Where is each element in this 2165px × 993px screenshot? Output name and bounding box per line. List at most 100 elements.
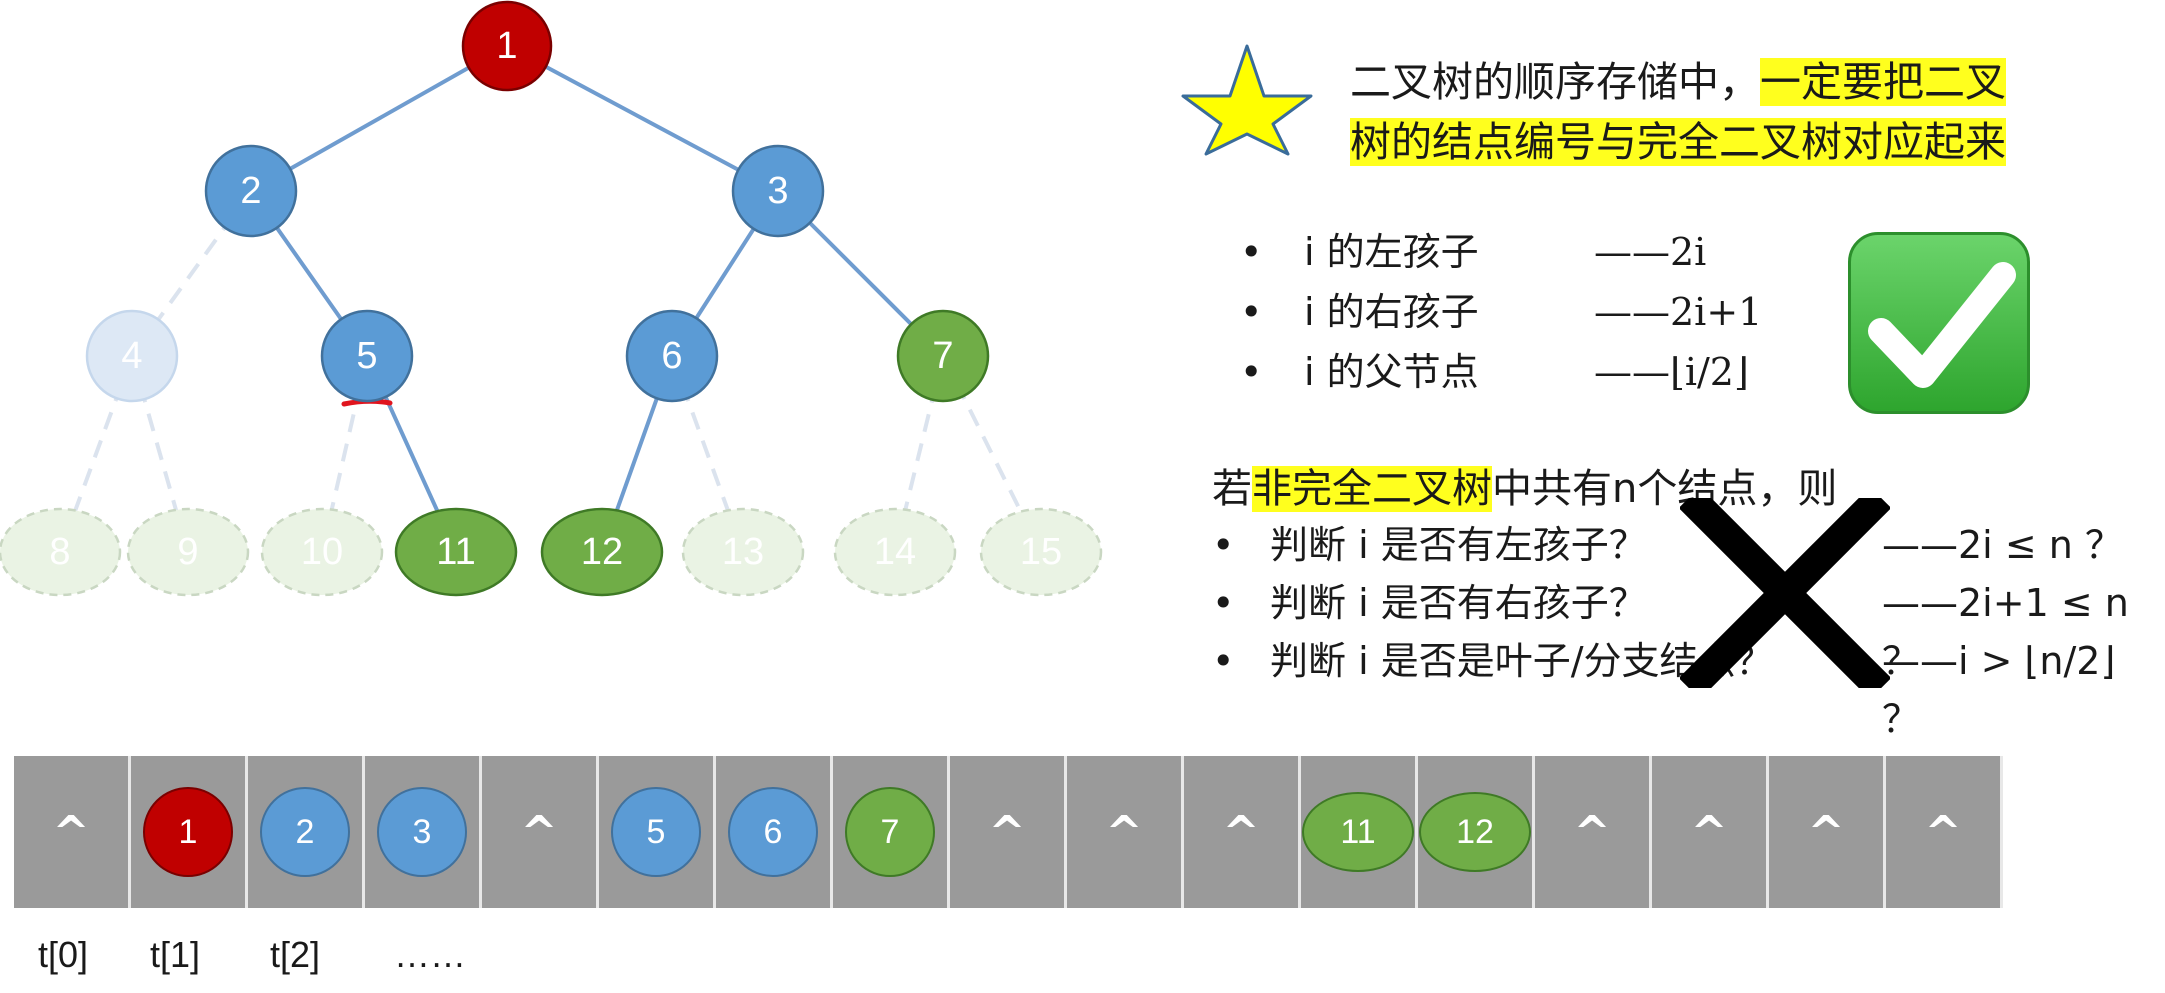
- array-cell: 12: [1418, 756, 1535, 908]
- tree-node-shape: [204, 144, 298, 238]
- rule-text: i 的左孩子: [1304, 230, 1479, 274]
- tree-node-8: 8: [0, 507, 122, 597]
- array-cell: ^: [1535, 756, 1652, 908]
- tree-node-label: 13: [722, 531, 764, 573]
- tree-node-label: 4: [121, 335, 142, 377]
- array-cell: ^: [1886, 756, 2003, 908]
- array-cell: ^: [1067, 756, 1184, 908]
- array-node-1: 1: [143, 787, 233, 877]
- bullet: •: [1240, 350, 1263, 394]
- tree-node-label: 7: [932, 335, 953, 377]
- condition-highlight: 非完全二叉树: [1252, 466, 1492, 512]
- array-cell: 7: [833, 756, 950, 908]
- tree-node-label: 10: [301, 531, 343, 573]
- condition-suffix: 中共有n个结点，则: [1492, 466, 1838, 512]
- bullet: •: [1212, 523, 1235, 567]
- tree-node-7: 7: [896, 309, 990, 403]
- tree-node-shape: [320, 309, 414, 403]
- bullet: •: [1212, 581, 1235, 625]
- rule-formula: ——⌊i/2⌋: [1594, 350, 1749, 394]
- tree-node-5: 5: [320, 309, 414, 403]
- null-marker: ^: [1222, 806, 1260, 858]
- tree-node-3: 3: [731, 144, 825, 238]
- bullet: •: [1212, 639, 1235, 683]
- tree-node-4: 4: [85, 309, 179, 403]
- index-label: t[1]: [150, 934, 201, 975]
- rule-formula: ——2i: [1594, 230, 1707, 274]
- array-cell: 2: [248, 756, 365, 908]
- array-node-11: 11: [1302, 792, 1414, 872]
- headline-highlight-1: 一定要把二叉: [1760, 58, 2006, 106]
- index-label: ……: [394, 934, 466, 975]
- array-cell: 11: [1301, 756, 1418, 908]
- tree-node-label: 11: [436, 531, 475, 573]
- condition-text: 判断 i 是否有左孩子？: [1270, 523, 1647, 567]
- null-marker: ^: [1573, 806, 1611, 858]
- tree-node-shape: [681, 507, 805, 597]
- array-node-7: 7: [845, 787, 935, 877]
- array-cell: 1: [131, 756, 248, 908]
- array-cell: 5: [599, 756, 716, 908]
- tree-node-2: 2: [204, 144, 298, 238]
- tree-node-14: 14: [833, 507, 957, 597]
- null-marker: ^: [1105, 806, 1143, 858]
- tree-node-9: 9: [126, 507, 250, 597]
- tree-node-shape: [260, 507, 384, 597]
- condition-formula: ——2i ≤ n ？: [1882, 523, 2123, 567]
- tree-edge-1-2: [250, 44, 508, 193]
- rule-parent: • i 的父节点 ——⌊i/2⌋: [1240, 342, 1800, 402]
- null-marker: ^: [988, 806, 1026, 858]
- bullet: •: [1240, 230, 1263, 274]
- array-cell: ^: [1769, 756, 1886, 908]
- tree-node-shape: [461, 0, 553, 92]
- rule-left-child: • i 的左孩子 ——2i: [1240, 222, 1800, 282]
- tree-node-label: 2: [240, 170, 261, 212]
- tree-node-12: 12: [540, 507, 664, 597]
- array-cell: 3: [365, 756, 482, 908]
- tree-node-1: 1: [461, 0, 553, 92]
- tree-node-label: 3: [767, 170, 788, 212]
- array-cell: 6: [716, 756, 833, 908]
- array-node-6: 6: [728, 787, 818, 877]
- tree-node-shape: [394, 507, 518, 597]
- complete-tree-rules: • i 的左孩子 ——2i • i 的右孩子 ——2i+1 • i 的父节点 —…: [1240, 222, 1800, 402]
- tree-node-shape: [540, 507, 664, 597]
- array-node-2: 2: [260, 787, 350, 877]
- null-marker: ^: [1690, 806, 1728, 858]
- rule-text: i 的右孩子: [1304, 290, 1479, 334]
- star-icon: [1181, 44, 1313, 156]
- tree-node-shape: [85, 309, 179, 403]
- bullet: •: [1240, 290, 1263, 334]
- headline-highlight-2: 树的结点编号与完全二叉树对应起来: [1350, 118, 2006, 166]
- tree-node-15: 15: [979, 507, 1103, 597]
- condition-heading: 若非完全二叉树中共有n个结点，则: [1212, 460, 1837, 518]
- array-node-3: 3: [377, 787, 467, 877]
- tree-node-label: 5: [356, 335, 377, 377]
- array-cell: ^: [14, 756, 131, 908]
- null-marker: ^: [1807, 806, 1845, 858]
- tree-node-shape: [731, 144, 825, 238]
- condition-formula: ——i > ⌊n/2⌋ ？: [1882, 639, 2116, 741]
- check-mark-icon: [1848, 232, 2030, 414]
- tree-edges: [58, 44, 1043, 553]
- headline-part1: 二叉树的顺序存储中，: [1350, 58, 1760, 106]
- rule-right-child: • i 的右孩子 ——2i+1: [1240, 282, 1800, 342]
- array-cell: ^: [1652, 756, 1769, 908]
- tree-node-label: 6: [661, 335, 682, 377]
- null-marker: ^: [520, 806, 558, 858]
- array-cell: ^: [482, 756, 599, 908]
- tree-edge-1-3: [506, 44, 779, 193]
- array-node-5: 5: [611, 787, 701, 877]
- null-marker: ^: [1924, 806, 1962, 858]
- tree-node-shape: [979, 507, 1103, 597]
- cross-mark-icon: [1680, 498, 1890, 688]
- rule-text: i 的父节点: [1304, 350, 1479, 394]
- rule-formula: ——2i+1: [1594, 290, 1763, 334]
- tree-node-shape: [625, 309, 719, 403]
- tree-node-label: 15: [1020, 531, 1062, 573]
- tree-node-10: 10: [260, 507, 384, 597]
- tree-node-6: 6: [625, 309, 719, 403]
- tree-node-shape: [0, 507, 122, 597]
